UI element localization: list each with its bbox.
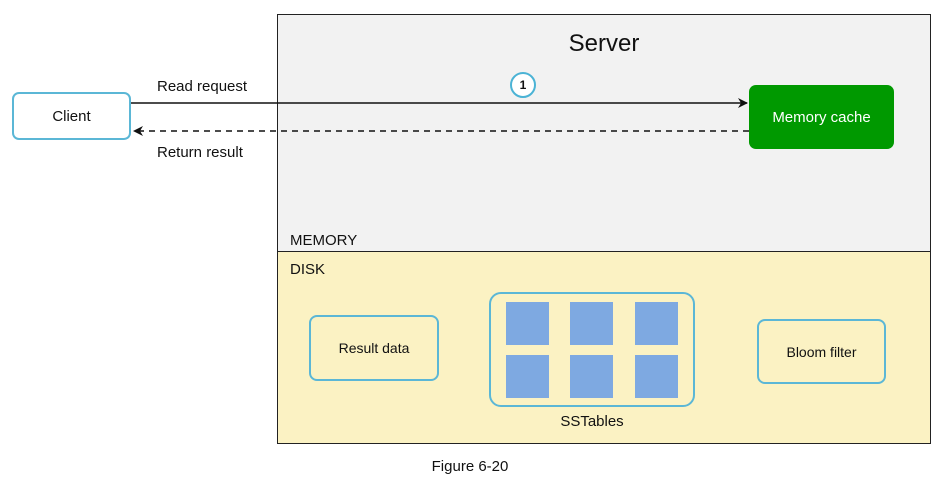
memory-cache-label: Memory cache — [772, 108, 871, 126]
sstable-block — [506, 355, 549, 398]
result-data-box: Result data — [309, 315, 439, 381]
sstable-block — [570, 302, 613, 345]
sstable-block — [570, 355, 613, 398]
server-title: Server — [568, 30, 640, 57]
memory-cache-box: Memory cache — [749, 85, 894, 149]
sstable-block — [506, 302, 549, 345]
figure-caption: Figure 6-20 — [431, 458, 509, 475]
bloom-filter-box: Bloom filter — [757, 319, 886, 384]
disk-region — [277, 251, 931, 444]
read-request-label: Read request — [157, 78, 248, 95]
sstables-label: SSTables — [560, 413, 624, 430]
sstable-block — [635, 355, 678, 398]
memory-label: MEMORY — [290, 232, 358, 249]
sstables-group — [489, 292, 695, 407]
result-data-label: Result data — [338, 340, 410, 356]
disk-label: DISK — [290, 261, 326, 278]
client-box: Client — [12, 92, 131, 140]
return-result-label: Return result — [157, 144, 243, 161]
sstable-block — [635, 302, 678, 345]
bloom-filter-label: Bloom filter — [786, 343, 857, 360]
step-number-badge: 1 — [510, 72, 536, 98]
client-label: Client — [52, 107, 91, 125]
